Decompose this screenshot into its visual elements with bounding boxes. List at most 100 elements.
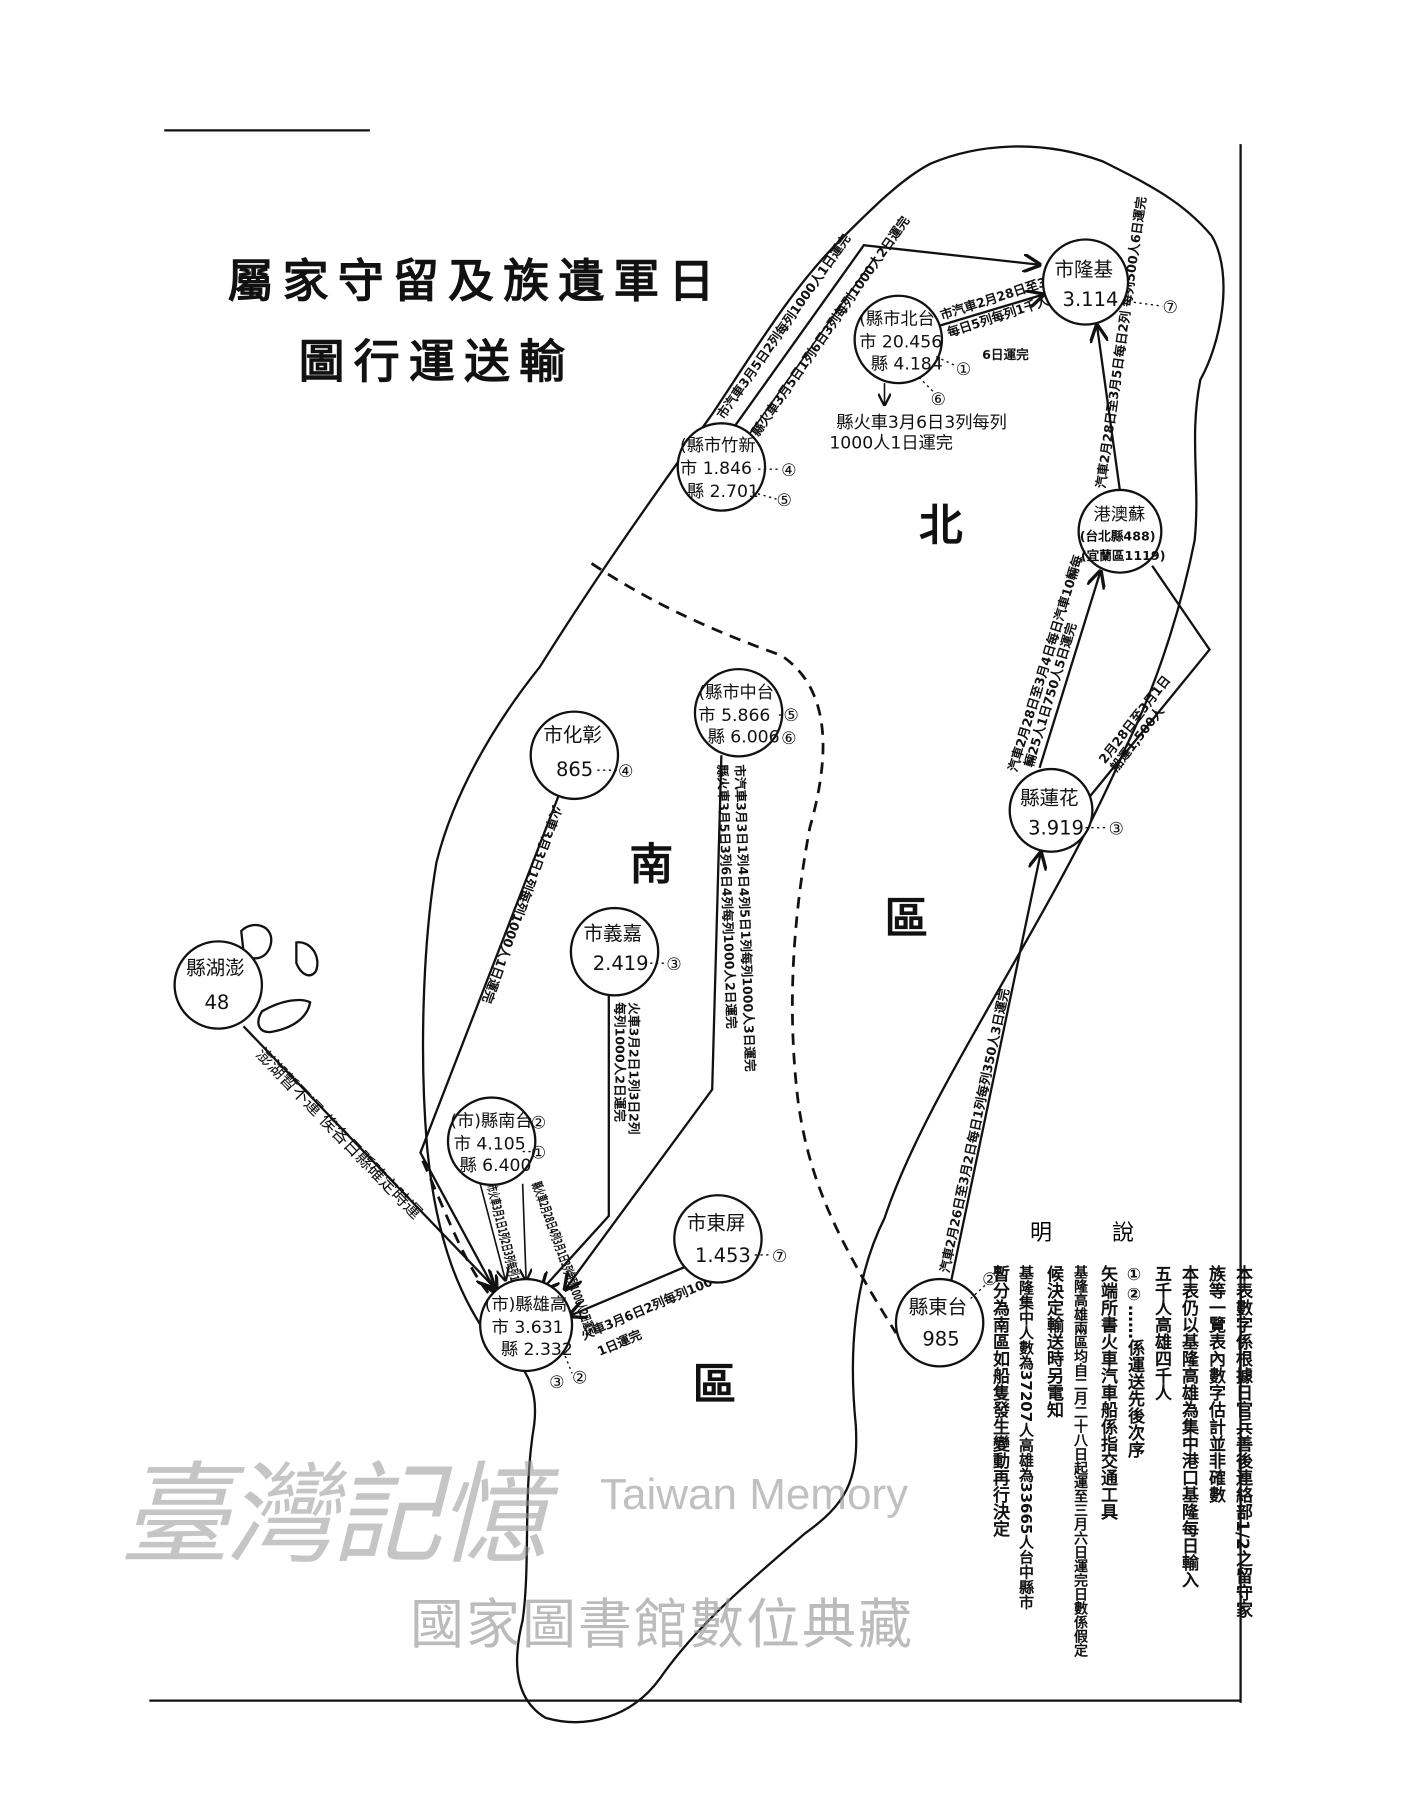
station-name: 縣東台 xyxy=(909,1296,968,1319)
legend-line: 暫分為南區如船隻發生變動再行決定 xyxy=(989,1265,1009,1537)
station-name: 港澳蘇 xyxy=(1094,505,1146,525)
station-chiayi[interactable]: 市義嘉 2.419 ③ xyxy=(569,906,682,997)
order-number: ⑥ xyxy=(781,729,796,749)
station-suao[interactable]: 港澳蘇 (台北縣488) (宜蘭區1119) xyxy=(1077,488,1166,574)
station-city: 市 20.456 xyxy=(859,332,942,352)
region-label-south: 南 xyxy=(629,839,673,890)
station-county: 縣 2.332 xyxy=(501,1340,573,1360)
station-name: 市化彰 xyxy=(543,723,602,746)
map-title-line1: 屬家守留及族遺軍日 xyxy=(227,254,723,308)
station-line3: (宜蘭區1119) xyxy=(1081,548,1166,563)
legend-line: 基隆高雄兩區均自二月二十八日起運至三月六日運完日數係假定 xyxy=(1072,1265,1088,1657)
order-number: ② xyxy=(982,1270,997,1290)
route-penghu-kaohsiung xyxy=(242,1025,494,1287)
station-name: (縣市北台 xyxy=(859,310,935,330)
order-number: ③ xyxy=(549,1373,564,1393)
route-taichung-kaohsiung xyxy=(565,755,723,1289)
station-county: 縣 4.184 xyxy=(871,354,943,374)
route-label: 澎湖暫不運 俟各日縣確定時運 xyxy=(251,1045,425,1224)
legend-line: 候決定輸送時另電知 xyxy=(1043,1265,1063,1418)
station-value: 1.453 xyxy=(695,1244,751,1267)
station-kaohsiung[interactable]: (市)縣雄高 市 3.631 縣 2.332 ③ ② xyxy=(479,1277,587,1393)
station-name: (市)縣南台 xyxy=(450,1111,532,1131)
station-value: 48 xyxy=(204,991,229,1014)
station-county: 縣 6.400 xyxy=(459,1156,531,1176)
legend-line: 本表數字係根據日官兵善後連絡部1/2之留守家 xyxy=(1232,1265,1252,1618)
station-value: 2.419 xyxy=(593,952,649,975)
route-label: 火車3月2日1列3日2列 xyxy=(626,1002,641,1134)
order-number: ③ xyxy=(1108,820,1123,840)
route-label: 1000人1日運完 xyxy=(829,434,953,454)
legend-line: ①②……係運送先後次序 xyxy=(1124,1265,1144,1458)
region-boundary xyxy=(590,562,898,1334)
station-taipei[interactable]: (縣市北台 市 20.456 縣 4.184 ① ⑥ xyxy=(853,294,972,410)
order-number: ⑦ xyxy=(772,1247,787,1267)
station-taichung[interactable]: (縣市中台 市 5.866 縣 6.006 ⑤ ⑥ xyxy=(693,667,799,758)
route-label: 縣火車3月6日3列每列 xyxy=(836,413,1007,433)
order-number: ④ xyxy=(618,762,633,782)
region-boundary-south xyxy=(421,1160,490,1294)
station-name: (市)縣雄高 xyxy=(485,1295,567,1315)
route-label: 6日運完 xyxy=(982,347,1029,362)
legend-line: 矢端所書火車汽車船係指交通工具 xyxy=(1097,1265,1117,1520)
order-number: ⑦ xyxy=(1162,298,1177,318)
route-label: 汽車2月28日至3月5日每日2列 每列500人6日運完 xyxy=(1093,195,1149,489)
station-name: 市義嘉 xyxy=(584,922,643,945)
station-name: 縣蓮花 xyxy=(1020,787,1079,810)
station-name: 市隆基 xyxy=(1055,258,1114,281)
station-city: 市 3.631 xyxy=(492,1318,564,1338)
route-label: 汽車2月28日至3月4日每日汽車10輛每 xyxy=(1005,553,1085,774)
station-penghu[interactable]: 縣湖澎 48 xyxy=(173,940,264,1030)
station-tainan[interactable]: (市)縣南台 市 4.105 縣 6.400 ② ① xyxy=(446,1096,546,1187)
route-tainan-city xyxy=(479,1183,505,1280)
legend-line: 族等一覽表內數字估計並非確數 xyxy=(1205,1265,1225,1503)
region-label-district: 區 xyxy=(884,893,928,944)
route-chiayi-kaohsiung xyxy=(542,995,610,1289)
station-value: 865 xyxy=(556,758,593,781)
order-number: ③ xyxy=(666,955,681,975)
region-label-north: 北 xyxy=(919,500,963,551)
taiwan-coastline xyxy=(421,145,1225,1724)
route-hualien-ship xyxy=(1082,565,1212,806)
station-name: (縣市中台 xyxy=(698,683,774,703)
order-number: ⑤ xyxy=(783,706,798,726)
station-county: 縣 2.701 xyxy=(687,482,759,502)
route-changhua-kaohsiung xyxy=(419,796,560,1293)
route-label: 火車3月3日1列每列1000人1日運完 xyxy=(479,804,565,1006)
legend-line: 五千人高雄四千人 xyxy=(1151,1265,1171,1401)
watermark-english: Taiwan Memory xyxy=(600,1470,909,1519)
order-number: ⑤ xyxy=(777,491,792,511)
station-value: 985 xyxy=(922,1328,959,1351)
legend-heading-left: 明 xyxy=(1030,1221,1053,1246)
order-number: ① xyxy=(956,360,971,380)
route-pingtung-kaohsiung xyxy=(570,1263,692,1316)
station-hualien[interactable]: 縣蓮花 3.919 ③ xyxy=(1008,767,1124,853)
order-number: ④ xyxy=(781,461,796,481)
penghu-island xyxy=(257,998,312,1034)
station-changhua[interactable]: 市化彰 865 ④ xyxy=(529,710,634,801)
station-county: 縣 6.006 xyxy=(708,728,780,748)
legend-heading-right: 說 xyxy=(1112,1221,1135,1246)
station-name: 市東屏 xyxy=(687,1212,746,1235)
station-city: 市 5.866 xyxy=(698,706,770,726)
route-taipei-keelung xyxy=(939,295,1043,327)
route-hsinchu-keelung xyxy=(734,244,1039,427)
order-number: ① xyxy=(531,1143,546,1163)
station-name: (縣市竹新 xyxy=(680,436,756,456)
route-hsinchu-keelung-2 xyxy=(748,256,876,436)
legend-line: 本表仍以基隆高雄為集中港口基隆每日輸入 xyxy=(1178,1265,1198,1588)
order-number: ② xyxy=(572,1369,587,1389)
order-number: ② xyxy=(531,1114,546,1134)
watermark-org: 國家圖書館數位典藏 xyxy=(410,1593,914,1656)
station-keelung[interactable]: 市隆基 3.114 ⑦ xyxy=(1041,238,1178,326)
route-label: 每列1000人2日運完 xyxy=(613,1002,628,1122)
station-value: 3.114 xyxy=(1063,288,1119,311)
station-hsinchu[interactable]: (縣市竹新 市 1.846 縣 2.701 ④ ⑤ xyxy=(676,422,797,512)
route-tainan-county xyxy=(523,1183,526,1280)
station-name: 縣湖澎 xyxy=(186,957,245,980)
station-taitung[interactable]: 縣東台 985 ② xyxy=(894,1270,998,1368)
legend-notes: 本表數字係根據日官兵善後連絡部1/2之留守家 族等一覽表內數字估計並非確數 本表… xyxy=(955,1265,1255,1735)
station-pingtung[interactable]: 市東屏 1.453 ⑦ xyxy=(673,1194,787,1284)
watermark-calligraphy: 臺灣記憶 xyxy=(120,1451,548,1579)
